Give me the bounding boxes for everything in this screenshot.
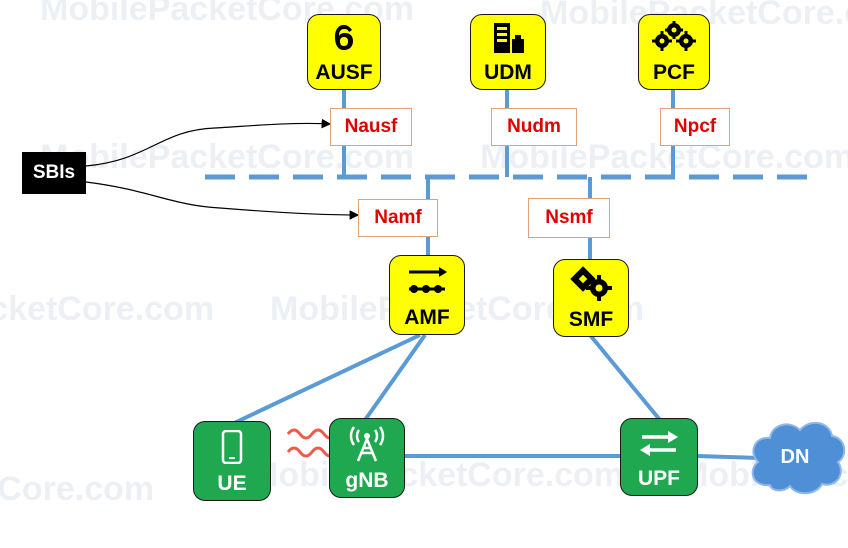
cell-tower-icon [330, 419, 404, 469]
ue-node: UE [193, 421, 271, 501]
udm-label: UDM [484, 61, 532, 84]
ausf-label: AUSF [315, 61, 373, 84]
link-amf-gnb [363, 333, 427, 422]
sbis-arrow-nausf [85, 118, 332, 167]
gears-icon [639, 15, 709, 61]
sbis-arrow-namf [85, 181, 360, 220]
pcf-node: PCF [638, 14, 710, 90]
sbis-label: SBIs [22, 152, 86, 194]
amf-label: AMF [404, 306, 450, 329]
smf-gear-icon [554, 260, 628, 308]
smf-label: SMF [568, 308, 614, 331]
link-upf-dn [696, 454, 761, 460]
pcf-label: PCF [653, 61, 695, 84]
amf-arrows-icon [390, 256, 464, 306]
dn-cloud-icon [751, 421, 846, 495]
interface-namf: Namf [358, 199, 438, 237]
ausf-node: AUSF [307, 14, 381, 90]
upf-node: UPF [620, 418, 698, 496]
dn-label: DN [780, 446, 810, 468]
ausf-icon [308, 15, 380, 61]
link-smf-upf [588, 333, 662, 422]
radio-wave-icon [286, 428, 338, 458]
amf-node: AMF [389, 255, 465, 335]
link-amf-ue [229, 333, 421, 427]
interface-nausf: Nausf [330, 108, 412, 146]
gnb-node: gNB [329, 418, 405, 498]
interface-nsmf: Nsmf [528, 198, 610, 238]
gnb-label: gNB [345, 469, 389, 492]
ue-label: UE [217, 472, 247, 495]
smf-node: SMF [553, 259, 629, 337]
interface-npcf: Npcf [660, 108, 730, 146]
interface-nudm: Nudm [491, 108, 577, 146]
database-server-icon [471, 15, 545, 61]
udm-node: UDM [470, 14, 546, 90]
upf-label: UPF [638, 467, 680, 490]
smartphone-icon [194, 422, 270, 472]
bidirectional-arrows-icon [621, 419, 697, 467]
